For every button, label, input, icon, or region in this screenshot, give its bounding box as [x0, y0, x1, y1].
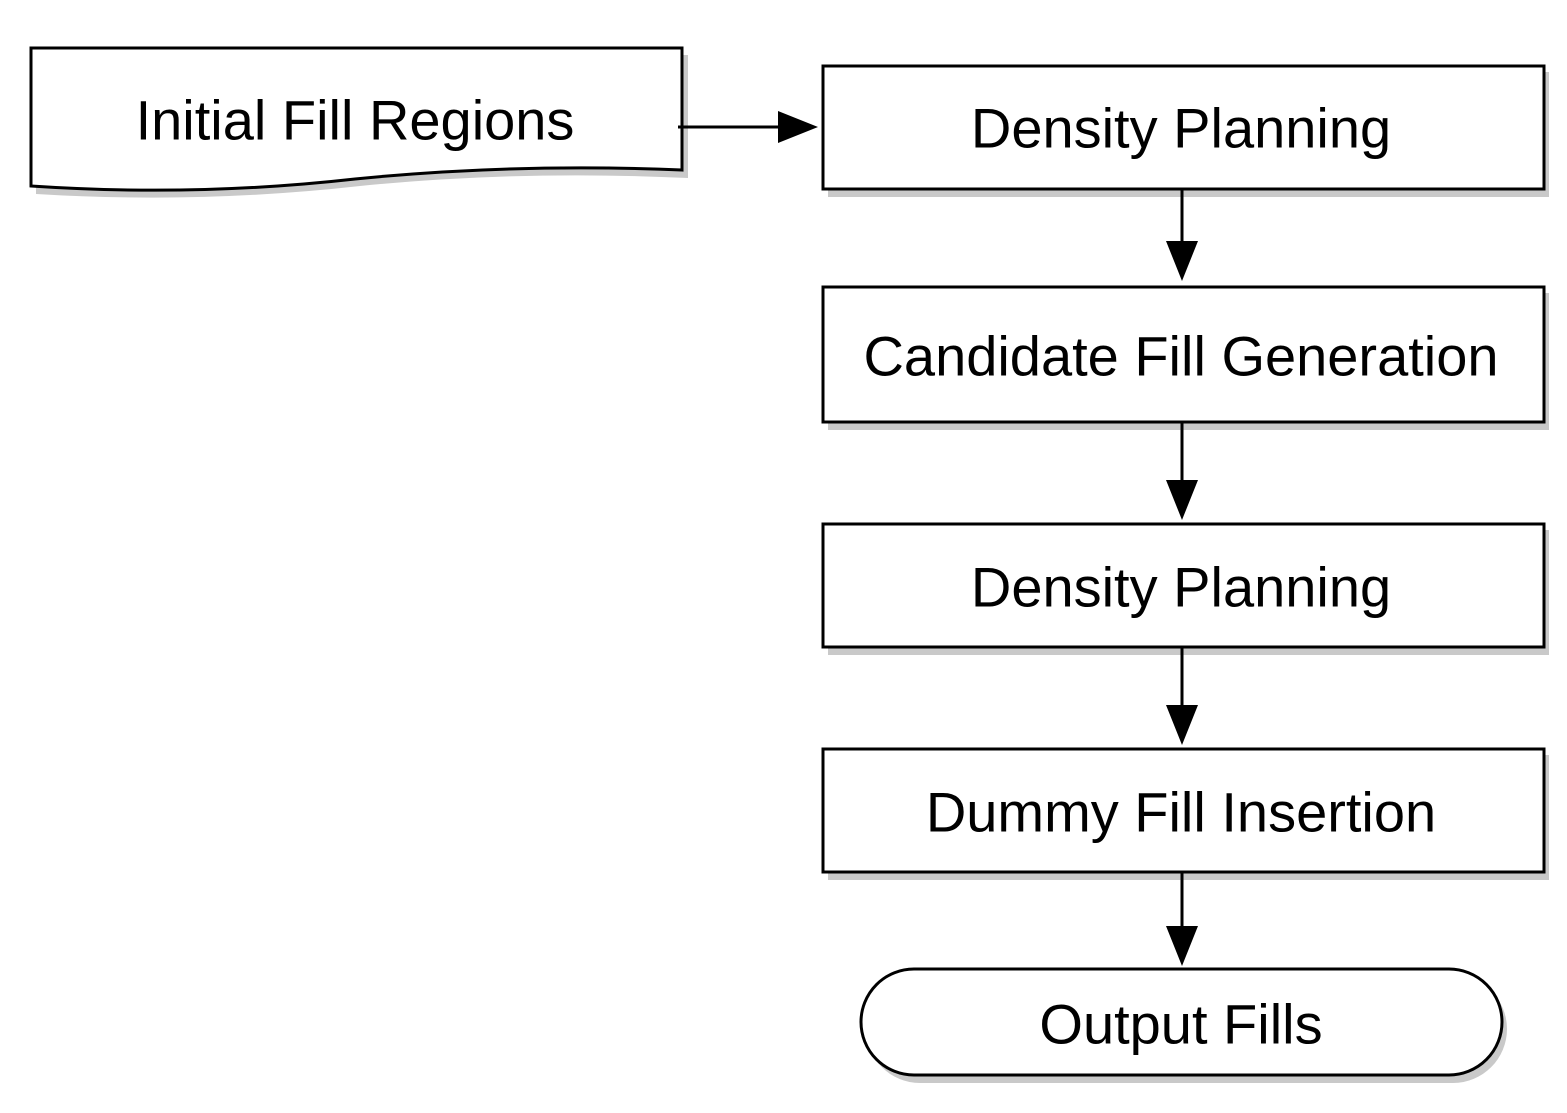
arrow-head [778, 111, 818, 143]
node-label: Density Planning [971, 556, 1391, 619]
arrow-head [1166, 241, 1198, 281]
process-box [821, 285, 1546, 424]
edge-initial-to-density-1 [678, 111, 818, 143]
edge-density-1-to-candidate [1166, 189, 1198, 281]
edge-density-2-to-dummy [1166, 647, 1198, 745]
node-label: Initial Fill Regions [136, 89, 575, 152]
terminator-shape [859, 967, 1504, 1077]
edge-candidate-to-density-2 [1166, 422, 1198, 520]
node-initial-fill-regions: Initial Fill Regions [29, 46, 688, 198]
node-candidate-fill-generation: Candidate Fill Generation [821, 285, 1549, 430]
document-shape [29, 46, 684, 192]
edge-dummy-to-output [1166, 872, 1198, 966]
arrow-head [1166, 705, 1198, 745]
node-density-planning-2: Density Planning [821, 522, 1549, 655]
process-box [821, 64, 1546, 191]
node-dummy-fill-insertion: Dummy Fill Insertion [821, 747, 1549, 880]
node-label: Candidate Fill Generation [863, 325, 1498, 388]
node-label: Density Planning [971, 97, 1391, 160]
arrow-head [1166, 926, 1198, 966]
node-label: Dummy Fill Insertion [926, 781, 1436, 844]
arrow-head [1166, 480, 1198, 520]
node-label: Output Fills [1039, 993, 1322, 1056]
node-output-fills: Output Fills [859, 967, 1507, 1083]
node-density-planning-1: Density Planning [821, 64, 1549, 197]
